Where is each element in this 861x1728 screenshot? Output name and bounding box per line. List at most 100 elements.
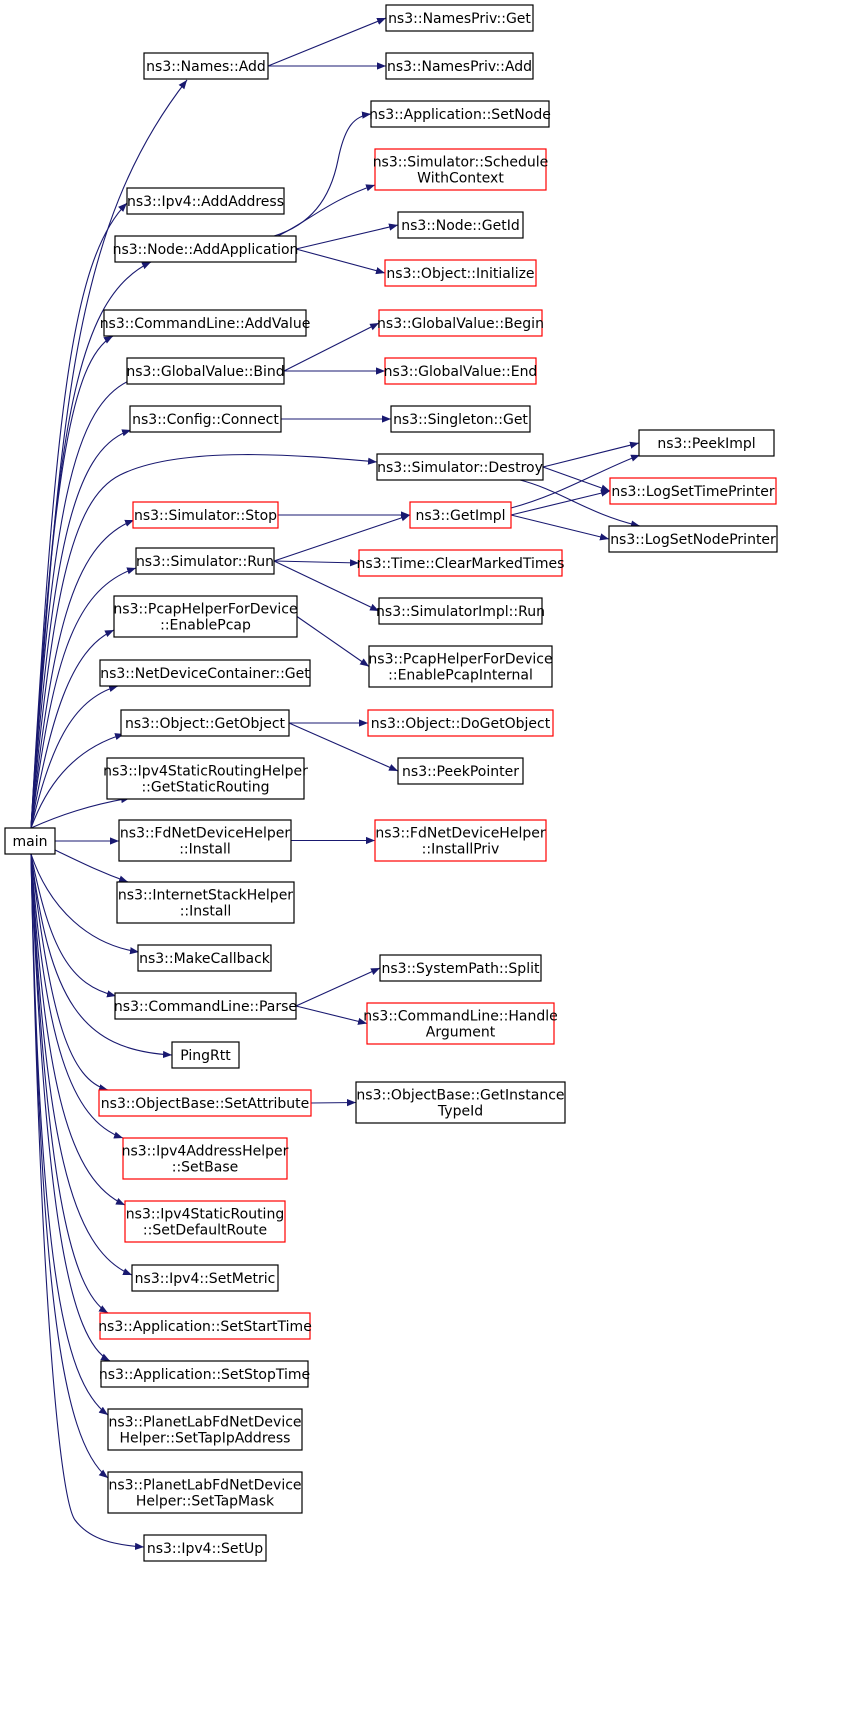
node-ipv4sr_setdefault[interactable]: ns3::Ipv4StaticRouting::SetDefaultRoute — [124, 1200, 286, 1243]
node-box — [124, 1200, 286, 1243]
node-logsettimeprinter[interactable]: ns3::LogSetTimePrinter — [609, 477, 777, 505]
node-box — [367, 709, 554, 737]
node-namespriv_get[interactable]: ns3::NamesPriv::Get — [385, 4, 534, 32]
node-node_addapp[interactable]: ns3::Node::AddApplication — [113, 235, 299, 263]
node-gv_bind[interactable]: ns3::GlobalValue::Bind — [126, 357, 285, 385]
node-box — [116, 881, 295, 924]
node-box — [366, 1002, 555, 1045]
edge-main-to-sim_run — [30, 567, 137, 829]
edge-main-to-makecallback — [30, 853, 140, 955]
node-cmd_addvalue[interactable]: ns3::CommandLine::AddValue — [100, 309, 311, 337]
node-ipv4_addaddress[interactable]: ns3::Ipv4::AddAddress — [126, 187, 285, 215]
edge-cmd_parse-to-syspath_split — [295, 967, 381, 1007]
node-box — [122, 1137, 288, 1180]
node-gv_begin[interactable]: ns3::GlobalValue::Begin — [377, 309, 544, 337]
node-logsetnodeprinter[interactable]: ns3::LogSetNodePrinter — [608, 525, 778, 553]
node-label: ns3::PcapHelperForDevice — [113, 602, 297, 618]
node-pcap_enableinternal[interactable]: ns3::PcapHelperForDevice::EnablePcapInte… — [368, 645, 553, 688]
node-plfd_settapip[interactable]: ns3::PlanetLabFdNetDeviceHelper::SetTapI… — [107, 1408, 303, 1451]
node-label: ns3::Object::Initialize — [386, 266, 534, 282]
node-box — [118, 819, 292, 862]
node-sim_destroy[interactable]: ns3::Simulator::Destroy — [376, 453, 544, 481]
node-getimpl[interactable]: ns3::GetImpl — [409, 501, 512, 529]
node-box — [385, 52, 534, 80]
node-gv_end[interactable]: ns3::GlobalValue::End — [384, 357, 538, 385]
node-box — [98, 1089, 312, 1117]
node-label: ns3::NetDeviceContainer::Get — [100, 666, 310, 682]
node-label: ns3::Object::GetObject — [125, 716, 286, 732]
node-label: ns3::Simulator::Stop — [134, 508, 277, 524]
node-label: ns3::Object::DoGetObject — [371, 716, 551, 732]
node-fdnd_install[interactable]: ns3::FdNetDeviceHelper::Install — [118, 819, 292, 862]
node-ipv4_setup[interactable]: ns3::Ipv4::SetUp — [143, 1534, 267, 1562]
node-box — [99, 659, 311, 687]
node-pcap_enable[interactable]: ns3::PcapHelperForDevice::EnablePcap — [113, 595, 298, 638]
node-singleton_get[interactable]: ns3::Singleton::Get — [390, 405, 531, 433]
node-object_init[interactable]: ns3::Object::Initialize — [384, 259, 537, 287]
node-ipv4srh_getstatic[interactable]: ns3::Ipv4StaticRoutingHelper::GetStaticR… — [103, 757, 308, 800]
edge-main-to-cmd_parse — [30, 853, 117, 998]
node-makecallback[interactable]: ns3::MakeCallback — [137, 944, 272, 972]
node-label: WithContext — [417, 171, 504, 187]
node-label: ns3::PeekPointer — [402, 764, 519, 780]
node-main[interactable]: main — [4, 827, 56, 855]
node-box — [368, 645, 553, 688]
node-label: ns3::Simulator::Destroy — [377, 460, 543, 476]
node-box — [409, 501, 512, 529]
node-fdnd_installpriv[interactable]: ns3::FdNetDeviceHelper::InstallPriv — [374, 819, 547, 862]
node-label: ns3::Singleton::Get — [393, 412, 528, 428]
node-object_dogetobject[interactable]: ns3::Object::DoGetObject — [367, 709, 554, 737]
edge-main-to-sim_destroy — [30, 454, 378, 829]
node-ob_setattr[interactable]: ns3::ObjectBase::SetAttribute — [98, 1089, 312, 1117]
edge-main-to-ob_setattr — [30, 853, 109, 1092]
node-box — [385, 4, 534, 32]
edge-main-to-app_setstart — [30, 853, 109, 1314]
node-pingrtt[interactable]: PingRtt — [171, 1041, 240, 1069]
node-box — [608, 525, 778, 553]
node-config_connect[interactable]: ns3::Config::Connect — [129, 405, 282, 433]
node-box — [143, 52, 269, 80]
node-box — [397, 211, 524, 239]
edge-main-to-ipv4ah_setbase — [30, 853, 124, 1139]
node-label: ns3::SimulatorImpl::Run — [376, 604, 545, 620]
node-object_getobject[interactable]: ns3::Object::GetObject — [120, 709, 290, 737]
node-plfd_settapmask[interactable]: ns3::PlanetLabFdNetDeviceHelper::SetTapM… — [107, 1471, 303, 1514]
node-label: Argument — [426, 1025, 496, 1041]
node-syspath_split[interactable]: ns3::SystemPath::Split — [379, 954, 542, 982]
node-label: ::EnablePcapInternal — [388, 668, 533, 684]
edge-sim_destroy-to-logsetnodeprinter — [519, 479, 641, 528]
node-ish_install[interactable]: ns3::InternetStackHelper::Install — [116, 881, 295, 924]
node-peekpointer[interactable]: ns3::PeekPointer — [397, 757, 524, 785]
node-label: ns3::Time::ClearMarkedTimes — [357, 556, 565, 572]
node-ndc_get[interactable]: ns3::NetDeviceContainer::Get — [99, 659, 311, 687]
node-ipv4ah_setbase[interactable]: ns3::Ipv4AddressHelper::SetBase — [122, 1137, 289, 1180]
node-label: ns3::Names::Add — [146, 59, 266, 75]
node-names_add[interactable]: ns3::Names::Add — [143, 52, 269, 80]
node-label: ns3::FdNetDeviceHelper — [120, 826, 290, 842]
edge-getimpl-to-peekimpl — [510, 454, 641, 509]
edge-main-to-config_connect — [30, 429, 132, 829]
edge-main-to-ipv4_setup — [30, 853, 145, 1550]
node-label: ::Install — [179, 842, 231, 858]
node-label: ns3::NamesPriv::Get — [388, 11, 531, 27]
node-label: ns3::Application::SetStopTime — [99, 1367, 310, 1383]
node-node_getid[interactable]: ns3::Node::GetId — [397, 211, 524, 239]
node-namespriv_add[interactable]: ns3::NamesPriv::Add — [385, 52, 534, 80]
node-cmd_parse[interactable]: ns3::CommandLine::Parse — [114, 992, 297, 1020]
node-app_setnode[interactable]: ns3::Application::SetNode — [369, 100, 551, 128]
node-simimpl_run[interactable]: ns3::SimulatorImpl::Run — [376, 597, 545, 625]
node-sim_run[interactable]: ns3::Simulator::Run — [135, 547, 275, 575]
node-sim_stop[interactable]: ns3::Simulator::Stop — [132, 501, 279, 529]
nodes-layer: main ns3::Names::Add ns3::NamesPriv::Getns… — [4, 4, 778, 1562]
node-time_clearmarked[interactable]: ns3::Time::ClearMarkedTimes — [357, 549, 565, 577]
edge-main-to-plfd_settapmask — [30, 853, 109, 1479]
node-box — [137, 944, 272, 972]
node-app_setstart[interactable]: ns3::Application::SetStartTime — [98, 1312, 312, 1340]
node-peekimpl[interactable]: ns3::PeekImpl — [638, 429, 775, 457]
node-label: ns3::Ipv4StaticRouting — [126, 1207, 284, 1223]
node-app_setstop[interactable]: ns3::Application::SetStopTime — [99, 1360, 310, 1388]
node-ipv4_setmetric[interactable]: ns3::Ipv4::SetMetric — [131, 1264, 279, 1292]
